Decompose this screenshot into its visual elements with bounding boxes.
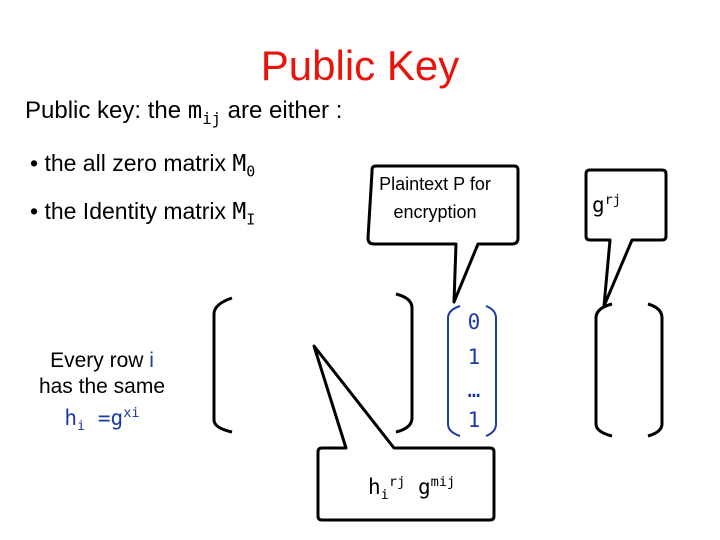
row-note-exp: xi (123, 405, 140, 421)
bottom-g: g (405, 475, 431, 499)
row-note-text: Every row (50, 349, 150, 372)
bottom-base-sub: i (380, 487, 389, 504)
row-note-formula: hi =gxi (22, 400, 182, 439)
row-note-eq: =g (85, 406, 124, 430)
row-note-line1: Every row i (22, 348, 182, 374)
bullet2-var: M (232, 199, 247, 225)
bottom-exp2: mij (430, 474, 456, 490)
vector-left-bracket (447, 305, 461, 437)
vector-right-bracket (485, 305, 497, 437)
bullet1-sub: 0 (246, 162, 256, 181)
bottom-base: h (368, 475, 381, 499)
row-note-index: i (149, 349, 154, 372)
plaintext-callout-text: Plaintext P for encryption (379, 174, 491, 222)
bullet-identity-matrix: • the Identity matrix MI (30, 198, 255, 229)
column-left-bracket (594, 302, 613, 438)
column-right-bracket (647, 302, 664, 438)
g-callout-text: grj (592, 192, 621, 217)
g-base: g (592, 193, 605, 217)
bullet1-text: • the all zero matrix (30, 150, 233, 176)
bottom-callout-text: hirj gmij (368, 474, 455, 503)
intro-suffix: are either : (220, 97, 343, 124)
bullet2-text: • the Identity matrix (30, 198, 233, 224)
slide-title: Public Key (260, 42, 460, 89)
g-callout-shape (584, 168, 668, 308)
vector-entry: … (467, 378, 481, 402)
intro-var: m (187, 96, 203, 124)
vector-entry: 0 (467, 310, 481, 334)
row-note: Every row i has the same hi =gxi (22, 348, 182, 439)
bottom-callout-shape (312, 344, 496, 522)
plaintext-callout-shape (366, 164, 520, 304)
intro-sub: ij (202, 109, 221, 128)
bullet2-sub: I (246, 210, 256, 229)
row-note-h-sub: i (77, 418, 86, 435)
bullet-zero-matrix: • the all zero matrix M0 (30, 150, 255, 181)
matrix-right-bracket (395, 292, 414, 434)
bullet1-var: M (232, 151, 247, 177)
intro-prefix: Public key: the (25, 97, 188, 124)
matrix-left-bracket (212, 296, 233, 434)
row-note-line2: has the same (38, 375, 166, 398)
bottom-exp1: rj (388, 474, 406, 490)
intro-text: Public key: the mij are either : (25, 96, 342, 128)
g-exp: rj (604, 192, 622, 208)
vector-entry: 1 (467, 345, 481, 369)
vector-entry: 1 (467, 408, 481, 432)
row-note-h: h (64, 406, 78, 430)
